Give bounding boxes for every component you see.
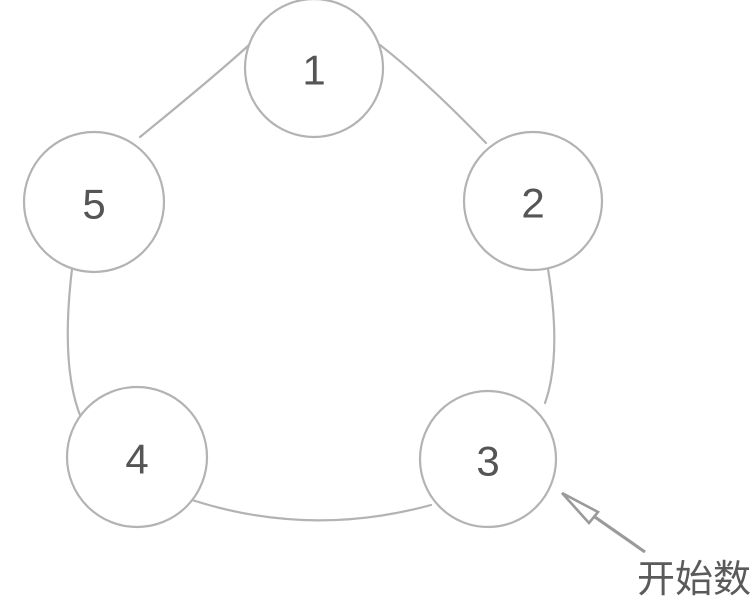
node-5[interactable]: 5	[22, 130, 166, 274]
node-1[interactable]: 1	[243, 0, 385, 139]
arrow-shaft	[591, 513, 646, 554]
link-arc-3-to-4	[190, 498, 433, 522]
node-4-circle[interactable]	[65, 385, 209, 529]
link-arc-2-to-3	[543, 267, 556, 405]
node-2[interactable]: 2	[462, 130, 604, 272]
node-4-label: 4	[125, 436, 148, 483]
link-arc-1-to-2	[378, 43, 488, 145]
node-3-circle[interactable]	[418, 389, 558, 529]
node-1-label: 1	[302, 47, 325, 94]
node-5-label: 5	[82, 181, 105, 228]
node-3-label: 3	[476, 438, 499, 485]
node-4[interactable]: 4	[65, 385, 209, 529]
node-2-label: 2	[521, 180, 544, 227]
arrow-head	[561, 491, 601, 525]
start-pointer-label: 开始数	[637, 557, 751, 601]
node-2-circle[interactable]	[462, 130, 604, 272]
node-5-circle[interactable]	[22, 130, 166, 274]
start-pointer-arrow-icon	[561, 491, 646, 554]
node-3[interactable]: 3	[418, 389, 558, 529]
node-1-circle[interactable]	[243, 0, 385, 139]
link-group	[66, 43, 556, 522]
link-arc-5-to-1	[138, 43, 251, 139]
link-arc-4-to-5	[66, 267, 84, 422]
